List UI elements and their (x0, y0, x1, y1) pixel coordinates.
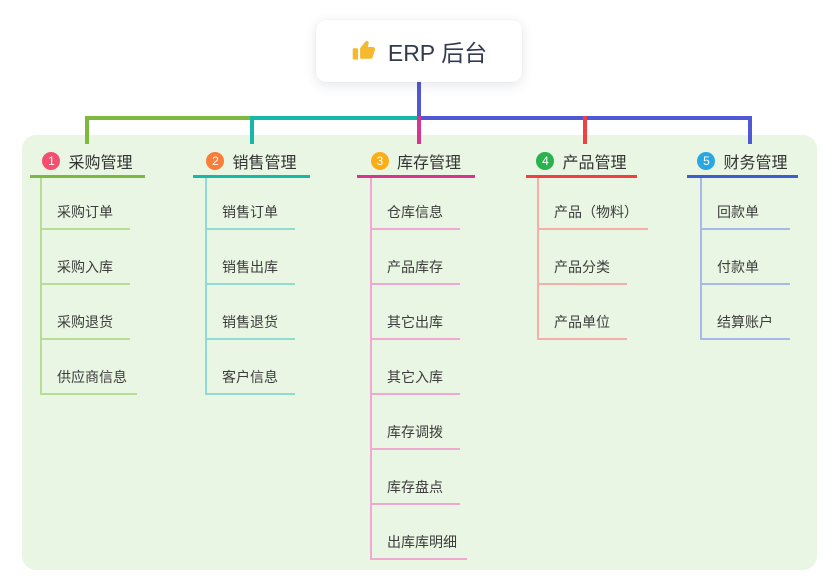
branch-label: 库存管理 (396, 155, 461, 172)
child-node[interactable]: 库存调拨 (370, 418, 460, 450)
root-title: ERP 后台 (387, 40, 488, 66)
branch-node-1[interactable]: 1 采购管理 (30, 147, 145, 178)
connector-drop-branch5 (748, 116, 752, 144)
thumbs-up-icon (351, 38, 377, 64)
branch-label: 采购管理 (68, 155, 133, 172)
child-node[interactable]: 出库库明细 (370, 528, 467, 560)
branches-panel (22, 135, 817, 570)
branch-number-badge: 1 (42, 152, 61, 170)
child-node[interactable]: 产品单位 (537, 308, 627, 340)
branch4-children-line (537, 178, 539, 340)
child-node[interactable]: 产品库存 (370, 253, 460, 285)
child-node[interactable]: 产品（物料） (537, 198, 648, 230)
root-connector-line (417, 82, 421, 118)
connector-drop-branch2 (250, 116, 254, 144)
branch-number-badge: 2 (206, 152, 225, 170)
branch-node-5[interactable]: 5 财务管理 (687, 147, 798, 178)
child-node[interactable]: 采购退货 (40, 308, 130, 340)
branch-node-2[interactable]: 2 销售管理 (193, 147, 310, 178)
branch1-children-line (40, 178, 42, 395)
branch-label: 销售管理 (232, 155, 297, 172)
child-node[interactable]: 付款单 (700, 253, 790, 285)
child-node[interactable]: 客户信息 (205, 363, 295, 395)
connector-drop-branch1 (85, 116, 89, 144)
child-node[interactable]: 销售出库 (205, 253, 295, 285)
child-node[interactable]: 销售退货 (205, 308, 295, 340)
connector-drop-branch4 (583, 116, 587, 144)
child-node[interactable]: 采购订单 (40, 198, 130, 230)
child-node[interactable]: 回款单 (700, 198, 790, 230)
branch-label: 产品管理 (562, 155, 627, 172)
child-node[interactable]: 其它出库 (370, 308, 460, 340)
child-node[interactable]: 库存盘点 (370, 473, 460, 505)
branch5-children-line (700, 178, 702, 340)
child-node[interactable]: 销售订单 (205, 198, 295, 230)
branch-node-4[interactable]: 4 产品管理 (526, 147, 637, 178)
child-node[interactable]: 其它入库 (370, 363, 460, 395)
connector-bus-teal (252, 116, 419, 120)
child-node[interactable]: 采购入库 (40, 253, 130, 285)
branch-label: 财务管理 (723, 155, 788, 172)
root-node[interactable]: ERP 后台 (316, 20, 522, 82)
child-node[interactable]: 产品分类 (537, 253, 627, 285)
branch2-children-line (205, 178, 207, 395)
connector-drop-branch3 (417, 116, 421, 144)
branch-node-3[interactable]: 3 库存管理 (357, 147, 475, 178)
branch3-children-line (370, 178, 372, 560)
branch-number-badge: 4 (536, 152, 555, 170)
branch-number-badge: 3 (370, 152, 389, 170)
child-node[interactable]: 结算账户 (700, 308, 790, 340)
branch-number-badge: 5 (697, 152, 716, 170)
child-node[interactable]: 供应商信息 (40, 363, 137, 395)
child-node[interactable]: 仓库信息 (370, 198, 460, 230)
connector-bus-green (85, 116, 252, 120)
